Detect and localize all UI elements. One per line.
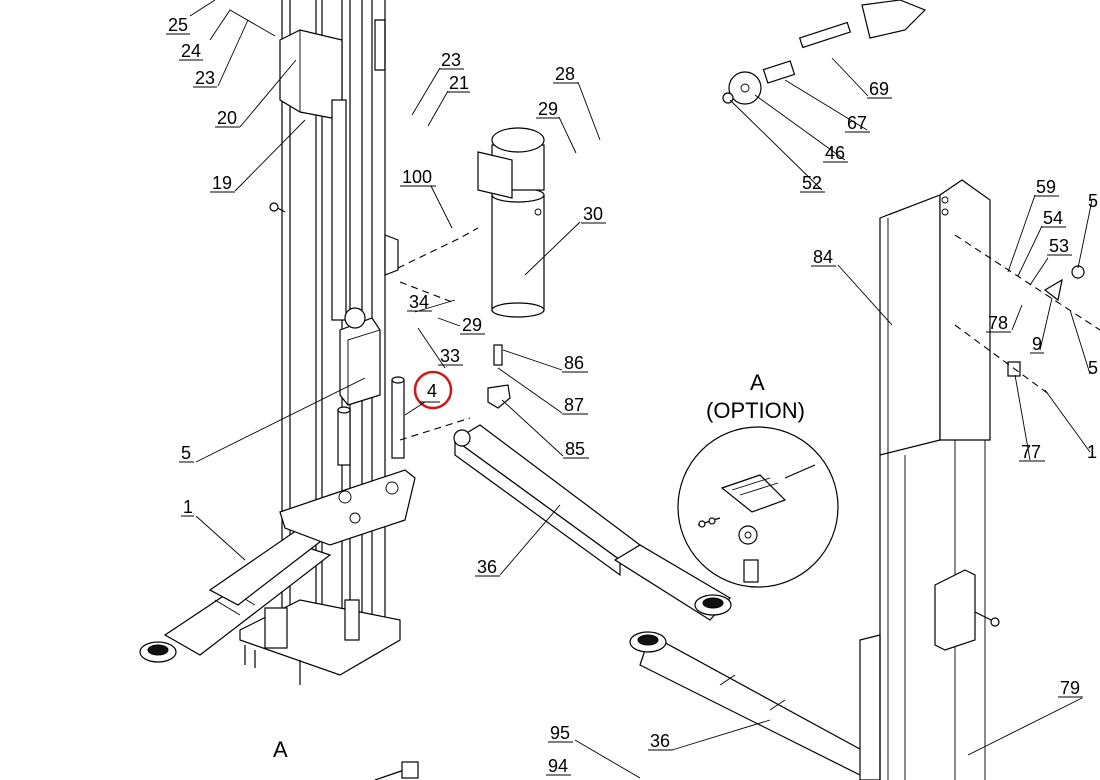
part-label-19: 19: [212, 173, 232, 193]
part-label-23: 23: [195, 68, 215, 88]
left-column: [139, 0, 416, 685]
lower-right-arm: [629, 631, 881, 780]
part-label-95: 95: [550, 723, 570, 743]
part-label-46: 46: [825, 143, 845, 163]
detail-title: A: [750, 370, 765, 395]
part-label-36: 36: [650, 731, 670, 751]
part-label-78: 78: [988, 313, 1008, 333]
part-label-5: 5: [181, 443, 191, 463]
bottom-pin: [374, 761, 419, 780]
part-label-59: 59: [1036, 177, 1056, 197]
part-label-29: 29: [538, 99, 558, 119]
part-label-33: 33: [440, 346, 460, 366]
part-label-23: 23: [441, 50, 461, 70]
part-label-67: 67: [847, 113, 867, 133]
label-underlines: [166, 33, 1083, 776]
pulley-assembly: [722, 0, 927, 105]
part-label-20: 20: [217, 108, 237, 128]
part-labels: 25 24 23 20 19 23 21 28 29 30 100 34 29 …: [168, 15, 1098, 776]
right-arm-36: [453, 344, 732, 621]
part-label-52: 52: [802, 173, 822, 193]
part-label-85: 85: [565, 439, 585, 459]
part-label-25: 25: [168, 15, 188, 35]
part-label-29: 29: [462, 315, 482, 335]
leader-lines: [189, 0, 1093, 779]
part-label-21: 21: [449, 73, 469, 93]
part-label-9: 9: [1032, 334, 1042, 354]
part-label-77: 77: [1021, 442, 1041, 462]
detail-reference: A: [273, 737, 288, 762]
part-label-100: 100: [402, 167, 432, 187]
highlight-circle: [413, 370, 453, 410]
part-label-53: 53: [1049, 236, 1069, 256]
part-label-54: 54: [1043, 208, 1063, 228]
part-label-34: 34: [409, 292, 429, 312]
part-label-94: 94: [548, 756, 568, 776]
part-label-36: 36: [477, 557, 497, 577]
part-label-86: 86: [564, 353, 584, 373]
highlighted-part-4: 4: [404, 370, 453, 416]
part-label-1: 1: [1087, 442, 1097, 462]
detail-subtitle: (OPTION): [706, 398, 805, 423]
part-label-1: 1: [183, 497, 193, 517]
part-label-79: 79: [1060, 678, 1080, 698]
part-label-4: 4: [427, 381, 437, 401]
part-label-28: 28: [555, 64, 575, 84]
right-column: [879, 179, 1000, 780]
detail-a-option: [677, 426, 839, 588]
part-label-24: 24: [181, 41, 201, 61]
power-unit: [477, 127, 545, 318]
part-label-84: 84: [813, 247, 833, 267]
alignment-lines: [397, 227, 1051, 441]
part-label-5: 5: [1088, 358, 1098, 378]
part-label-5: 5: [1088, 191, 1098, 211]
part-label-30: 30: [583, 204, 603, 224]
part-label-69: 69: [869, 79, 889, 99]
part-label-87: 87: [564, 395, 584, 415]
